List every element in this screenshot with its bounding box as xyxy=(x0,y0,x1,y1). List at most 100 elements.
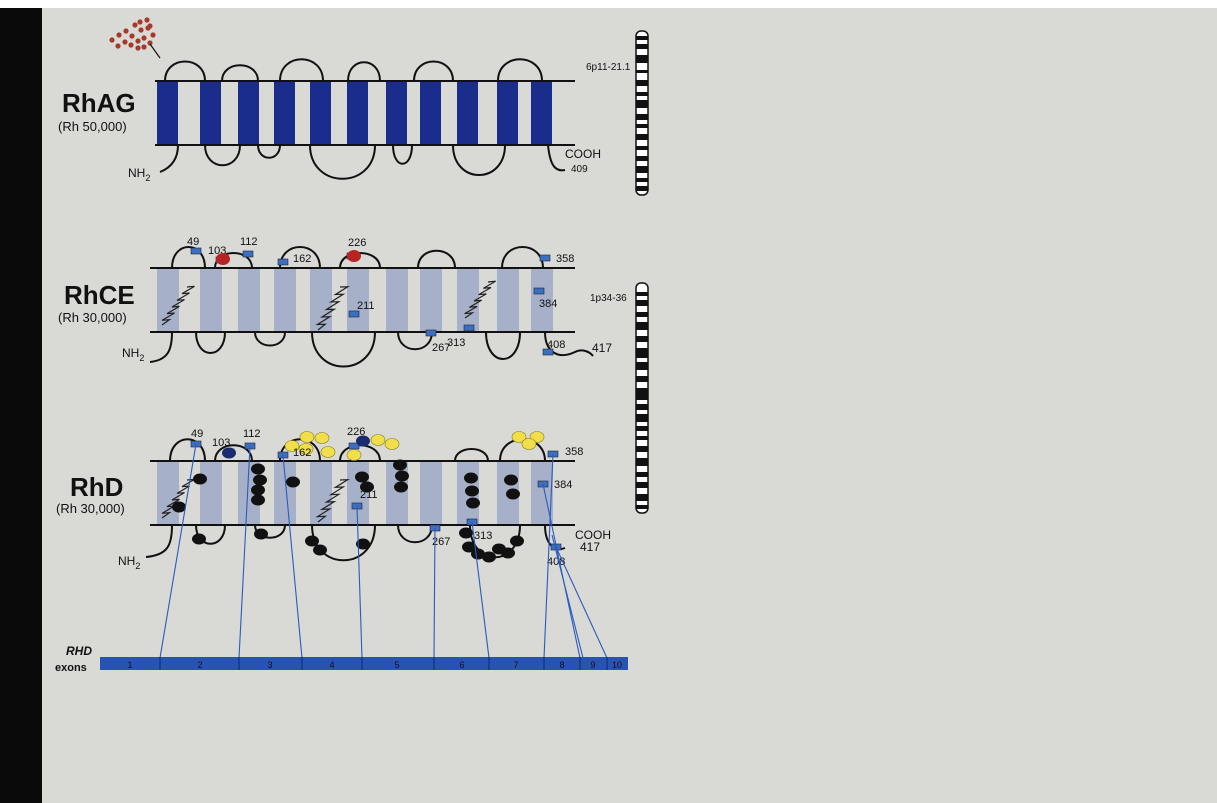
rhce-site-label-358: 358 xyxy=(556,253,574,265)
rhd-black-residue-21 xyxy=(313,545,327,556)
rhd-black-residue-16 xyxy=(504,475,518,486)
chromosome-6-band-15 xyxy=(636,186,648,191)
glycan-residue-19 xyxy=(135,45,140,50)
rhce-site-marker-162 xyxy=(278,259,288,265)
rhag-tm-band-2 xyxy=(200,81,221,145)
rhd-black-residue-15 xyxy=(466,498,480,509)
rhd-navy-residue-1 xyxy=(222,448,236,459)
chromosome-1-band-11 xyxy=(636,414,648,422)
rhce-site-marker-49 xyxy=(191,248,201,254)
chromosome-1-band-16 xyxy=(636,472,648,477)
rhag-locus: 6p11-21.1 xyxy=(586,62,631,73)
rhd-tm-band-2 xyxy=(200,461,222,525)
rhd-black-residue-8 xyxy=(355,472,369,483)
glycan-residue-1 xyxy=(109,37,114,42)
chromosome-1-band-4 xyxy=(636,322,648,330)
rhce-tm-band-7 xyxy=(386,268,408,332)
rhd-n-tail xyxy=(146,525,172,557)
rhd-c-terminus-number: 417 xyxy=(580,540,600,554)
rhd-black-residue-26 xyxy=(482,552,496,563)
rhd-tm-band-1 xyxy=(157,461,179,525)
rhd-black-residue-14 xyxy=(465,486,479,497)
chromosome-1-band-9 xyxy=(636,388,648,400)
glycan-residue-3 xyxy=(123,28,128,33)
rhag-transmembrane-bands xyxy=(157,81,552,145)
rhd-black-residue-4 xyxy=(253,475,267,486)
rhd-yellow-residue-2 xyxy=(300,432,314,443)
rhd-site-label-211: 211 xyxy=(360,489,378,501)
exon-number-9: 9 xyxy=(590,660,595,670)
chromosome-6-band-11 xyxy=(636,146,648,150)
chromosome-6-band-7 xyxy=(636,100,648,108)
chromosome-1-band-19 xyxy=(636,505,648,509)
rhag-c-tail xyxy=(548,145,565,170)
glycan-residue-7 xyxy=(128,42,133,47)
rhd-yellow-residue-8 xyxy=(347,450,361,461)
rhd-black-residue-20 xyxy=(305,536,319,547)
rhce-site-label-384: 384 xyxy=(539,298,557,310)
exon-number-1: 1 xyxy=(127,660,132,670)
chromosome-6-band-6 xyxy=(636,92,648,96)
rhd-black-residue-11 xyxy=(395,471,409,482)
rhd-black-residue-29 xyxy=(510,536,524,547)
rhce-site-marker-112 xyxy=(243,251,253,257)
rhce-red-residue-2 xyxy=(347,250,361,262)
rhag-tm-band-4 xyxy=(274,81,295,145)
rhag-tm-band-7 xyxy=(386,81,407,145)
glycan-residue-12 xyxy=(141,44,146,49)
rhd-site-label-313: 313 xyxy=(474,530,492,542)
rhd-black-residue-7 xyxy=(286,477,300,488)
rhd-black-residue-10 xyxy=(393,460,407,471)
rhag-c-terminus: COOH xyxy=(565,147,601,161)
rhd-navy-residue-2 xyxy=(356,436,370,447)
glycan-residue-4 xyxy=(129,33,134,38)
rhd-yellow-residue-11 xyxy=(522,439,536,450)
chromosome-6-band-9 xyxy=(636,124,648,128)
rhce-tm-band-2 xyxy=(200,268,222,332)
rhce-transmembrane-bands xyxy=(157,268,553,332)
chromosome-6-ideogram: 6p11-21.1 xyxy=(586,31,648,195)
rhag-tm-band-8 xyxy=(420,81,441,145)
glycan-residue-16 xyxy=(137,19,142,24)
rhd-mass: (Rh 30,000) xyxy=(56,501,125,516)
rhce-site-label-211: 211 xyxy=(357,300,375,312)
rhce-title: RhCE xyxy=(64,280,135,310)
exon-number-8: 8 xyxy=(559,660,564,670)
chromosome-1-band-18 xyxy=(636,494,648,501)
rhd-site-label-103: 103 xyxy=(212,437,230,449)
rhd-site-label-49: 49 xyxy=(191,428,203,440)
rhd-yellow-residue-7 xyxy=(385,439,399,450)
rhd-title: RhD xyxy=(70,472,123,502)
glycan-residue-11 xyxy=(132,22,137,27)
rhce-site-label-112: 112 xyxy=(240,236,258,248)
exon-bar xyxy=(100,657,628,670)
rhce-tm-band-3 xyxy=(238,268,260,332)
chromosome-1-band-6 xyxy=(636,348,648,358)
rhd-tm-band-8 xyxy=(420,461,442,525)
chromosome-1-band-10 xyxy=(636,404,648,410)
rhd-black-residue-1 xyxy=(193,474,207,485)
rhag-inner-loops xyxy=(205,145,505,179)
chromosome-6-band-1 xyxy=(636,36,648,40)
rhd-yellow-residue-3 xyxy=(315,433,329,444)
rhd-tm-band-5 xyxy=(310,461,332,525)
chromosome-1-band-8 xyxy=(636,376,648,382)
chromosome-1-band-5 xyxy=(636,336,648,342)
rhce-site-label-313: 313 xyxy=(447,337,465,349)
exon-number-10: 10 xyxy=(612,660,622,670)
rhd-tm-band-7 xyxy=(386,461,408,525)
exon-number-2: 2 xyxy=(197,660,202,670)
rhd-transmembrane-bands xyxy=(157,461,553,525)
rhce-red-residue-1 xyxy=(216,253,230,265)
chromosome-1-band-2 xyxy=(636,300,648,306)
rhd-site-label-358: 358 xyxy=(565,446,583,458)
rhce-site-label-408: 408 xyxy=(547,339,565,351)
rhag-tm-band-10 xyxy=(497,81,518,145)
rhce-mass: (Rh 30,000) xyxy=(58,310,127,325)
rhd-black-residue-13 xyxy=(464,473,478,484)
rhag-protein: RhAG (Rh 50,000) NH2 COOH 409 xyxy=(58,17,601,183)
chromosome-6-band-14 xyxy=(636,178,648,182)
chromosome-1-band-12 xyxy=(636,426,648,431)
